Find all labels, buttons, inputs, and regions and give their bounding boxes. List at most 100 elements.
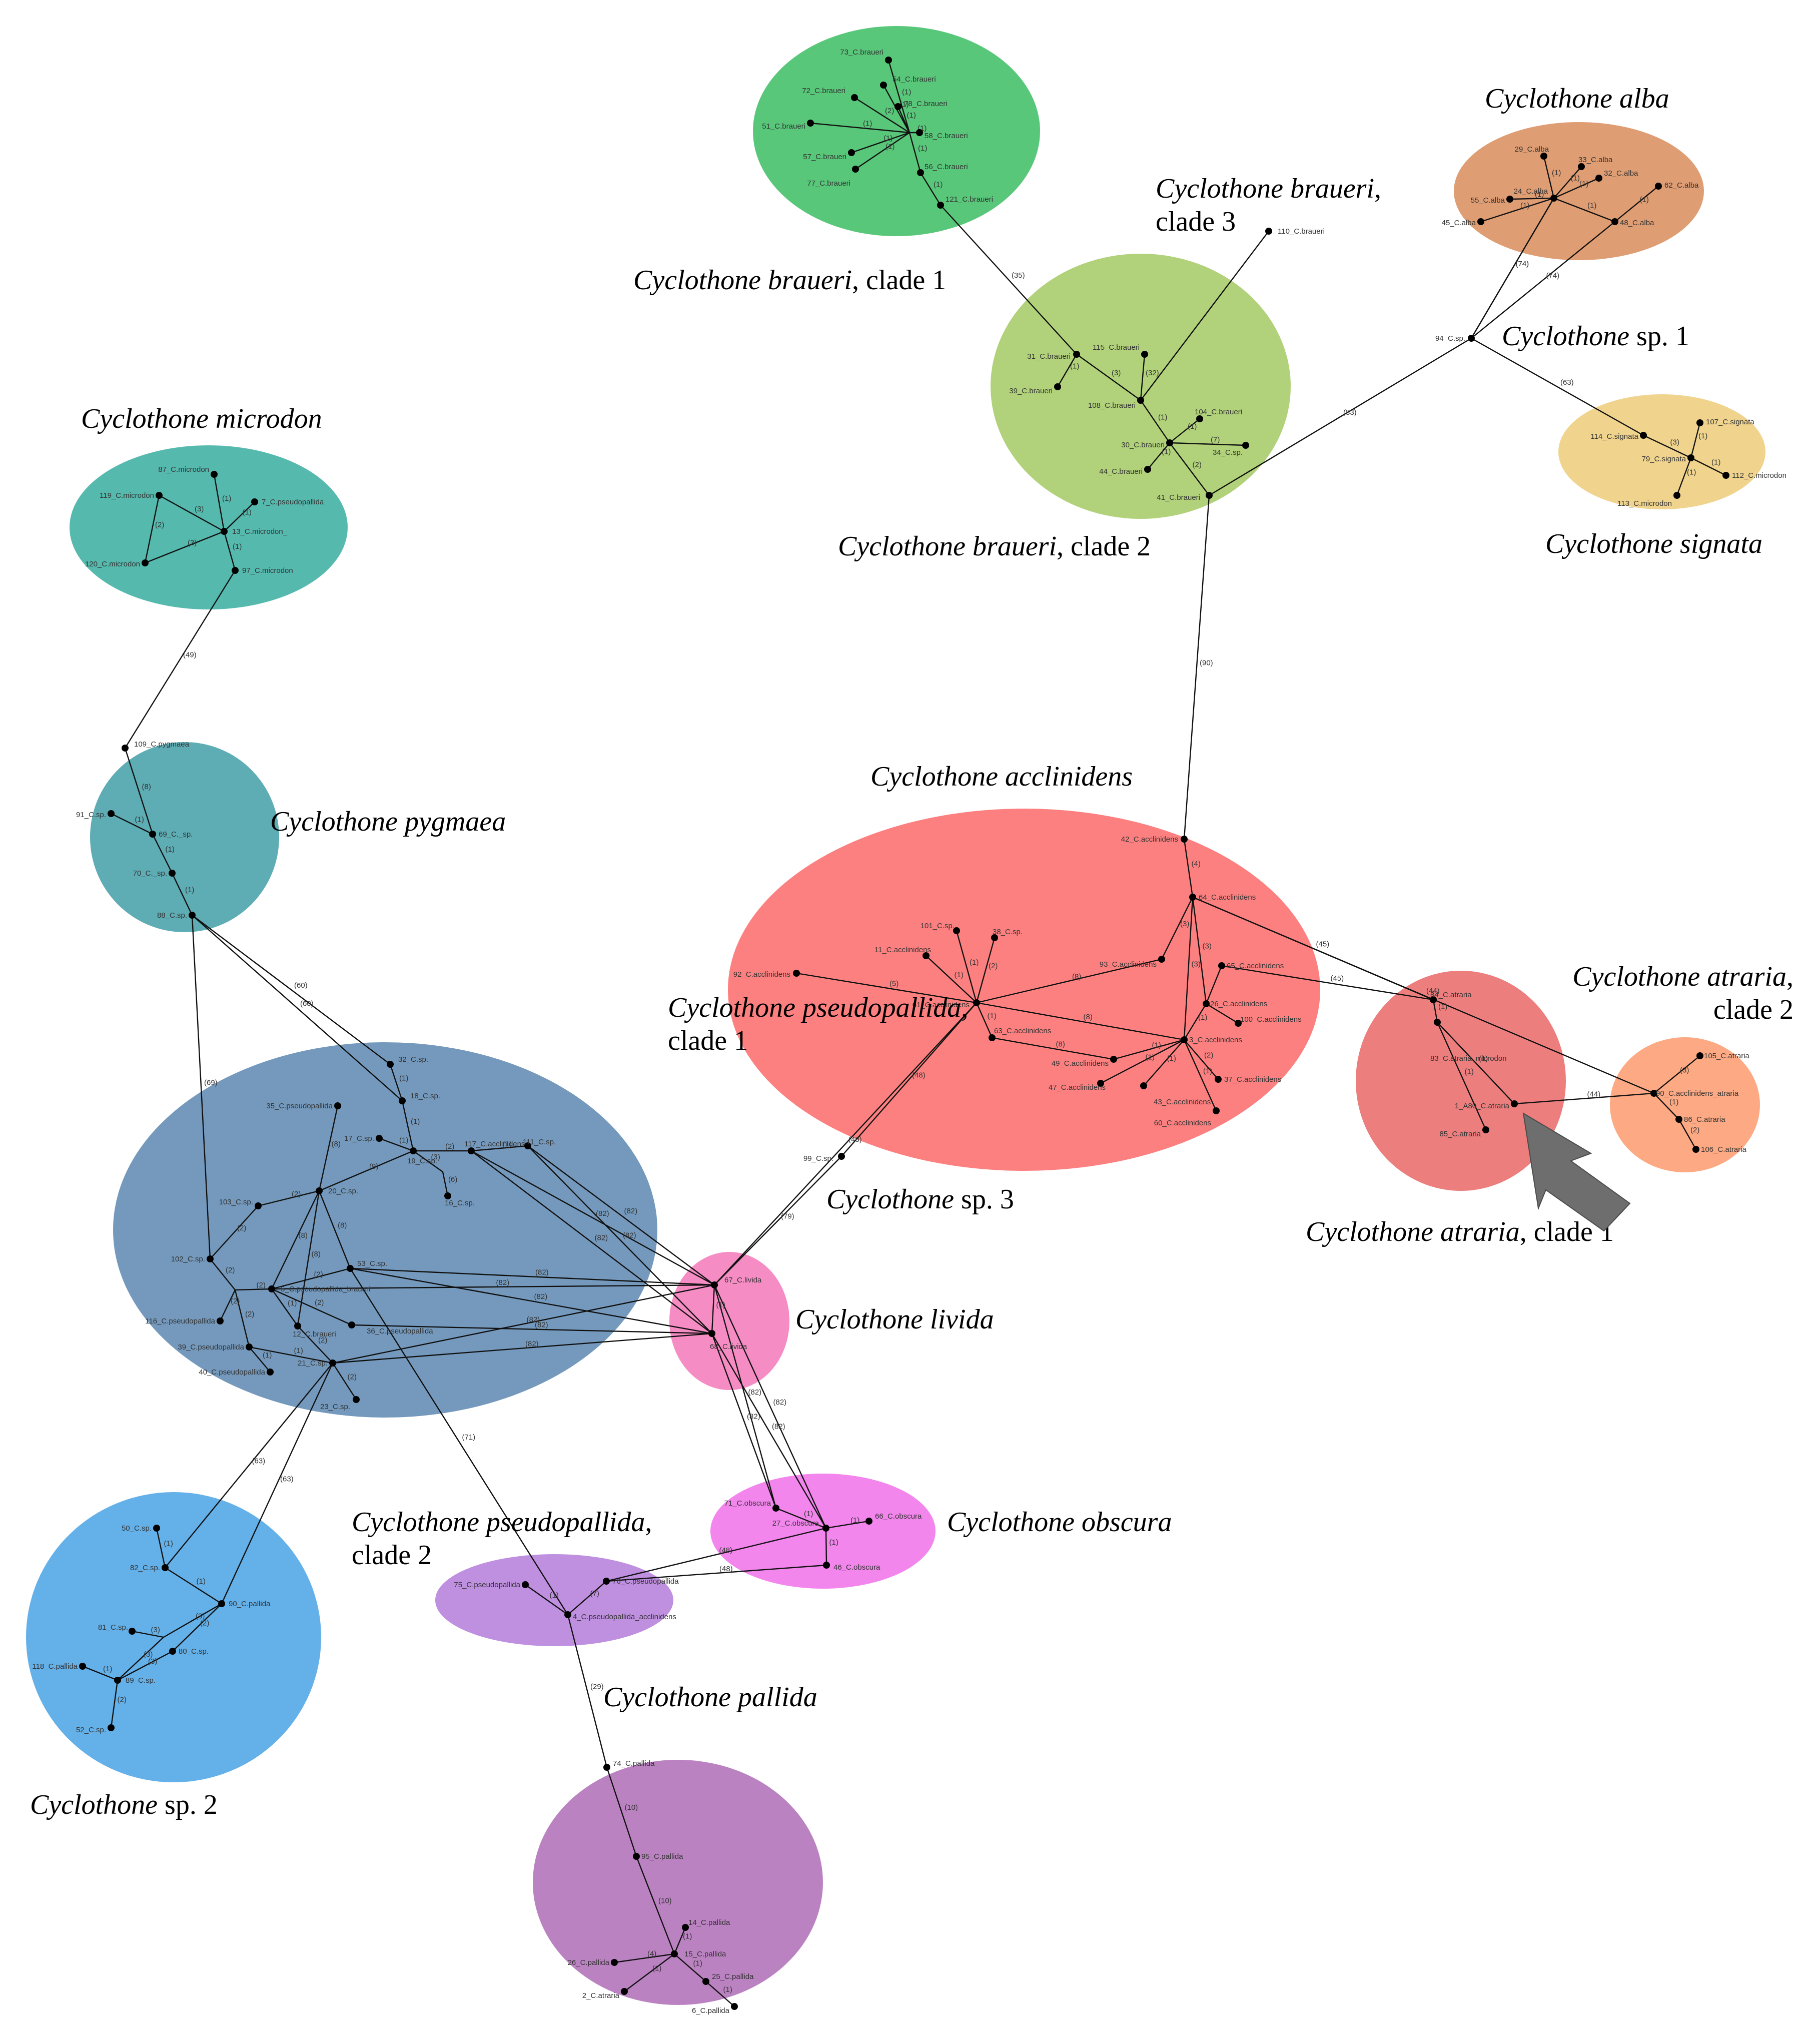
mutation-step-label: (1) (829, 1538, 838, 1547)
edge-65-26 (1205, 965, 1223, 1004)
edge-117-111 (471, 1145, 528, 1152)
edge-51-h1 (810, 122, 910, 134)
edge-39p-40 (249, 1346, 271, 1373)
node-114 (1640, 432, 1647, 439)
edge-42-64 (1183, 839, 1194, 898)
node-label-70: 70_C._sp. (133, 869, 167, 878)
node-36 (348, 1321, 355, 1328)
mutation-step-label: (60) (294, 981, 308, 990)
edge-81-h5 (132, 1630, 164, 1638)
node-label-34: 34_C.sp. (1213, 448, 1243, 457)
mutation-step-label: (3) (1203, 942, 1212, 951)
node-45 (1477, 218, 1484, 225)
mutation-step-label: (8) (338, 1221, 347, 1230)
mutation-step-label: (2) (315, 1298, 324, 1307)
mutation-step-label: (2) (292, 1190, 301, 1198)
edge-88-18 (192, 915, 403, 1101)
node-label-66: 66_C.obscura (875, 1512, 922, 1521)
mutation-step-label: (1) (233, 542, 242, 551)
species-label-signata: Cyclothone signata (1545, 528, 1762, 559)
node-label-15: 15_C.pallida (684, 1950, 726, 1958)
mutation-step-label: (82) (496, 1278, 510, 1287)
edge-82-90 (165, 1567, 222, 1605)
node-52 (108, 1724, 115, 1731)
edge-11-61 (926, 955, 977, 1003)
edge-64-93 (1161, 897, 1194, 960)
edge-90-h5 (163, 1603, 222, 1638)
node-label-109: 109_C.pygmaea (134, 740, 190, 749)
node-label-11: 11_C.acclinidens (874, 946, 931, 954)
node-label-57: 57_C.braueri (803, 153, 846, 161)
node-label-39: 39_C.braueri (1009, 387, 1053, 395)
node-41 (1206, 492, 1213, 499)
cluster-microdon (70, 445, 348, 609)
edge-4-74 (567, 1614, 608, 1768)
species-label-atrariac2: Cyclothone atraria,clade 2 (1572, 961, 1793, 1025)
edge-30-41 (1169, 442, 1210, 496)
cluster-pseudoc1 (113, 1042, 657, 1418)
edge-3-26 (1183, 1003, 1207, 1040)
mutation-step-label: (3) (148, 1657, 157, 1666)
mutation-step-label: (74) (1546, 272, 1560, 280)
node-label-7: 7_C.pseudopallida (262, 498, 324, 506)
edge-88-102 (191, 915, 211, 1259)
edge-weight-layer: (1)(1)(2)(1)(1)(1)(1)(1)(1)(1)(35)(1)(3)… (103, 88, 1720, 1994)
mutation-step-label: (1) (103, 1665, 112, 1673)
mutation-step-label: (3) (1192, 960, 1201, 969)
node-label-17: 17_C.sp. (344, 1134, 374, 1143)
node-label-5: 5_C.pseudopallida_braueri (281, 1285, 370, 1293)
edge-79-113 (1676, 457, 1692, 496)
edge-121-j1 (940, 205, 1077, 355)
mutation-step-label: (1) (683, 1932, 692, 1941)
node-label-40: 40_C.pseudopallida (199, 1368, 265, 1377)
node-label-85: 85_C.atraria (1439, 1130, 1481, 1138)
mutation-step-label: (82) (527, 1315, 540, 1324)
species-label-atrariac1: Cyclothone atraria, clade 1 (1306, 1216, 1614, 1247)
edge-21-68 (332, 1332, 712, 1364)
mutation-step-label: (2) (231, 1297, 240, 1305)
edge-21-82 (165, 1363, 333, 1568)
node-label-73: 73_C.braueri (840, 48, 883, 57)
node-72 (851, 94, 858, 101)
mutation-step-label: (1) (1162, 448, 1171, 456)
node-108 (1137, 397, 1144, 404)
mutation-step-label: (83) (1343, 408, 1357, 417)
mutation-step-label: (9) (369, 1162, 378, 1171)
node-label-92: 92_C.acclinidens (733, 970, 790, 979)
edge-84-83 (1432, 999, 1438, 1023)
edge-h2-48 (1553, 197, 1615, 223)
node-label-36: 36_C.pseudopallida (367, 1327, 433, 1335)
node-48 (1611, 218, 1618, 225)
node-label-54: 54_C.braueri (892, 75, 936, 84)
edge-95-15 (635, 1856, 675, 1954)
mutation-step-label: (48) (719, 1565, 733, 1573)
node-label-81: 81_C.sp. (98, 1623, 128, 1632)
node-71 (772, 1505, 779, 1512)
node-label-115: 115_C.braueri (1093, 343, 1140, 352)
edge-79-107 (1690, 422, 1701, 458)
node-label-55: 55_C.alba (1471, 196, 1505, 205)
mutation-step-label: (32) (1146, 369, 1159, 377)
node-4 (564, 1611, 571, 1618)
node-layer: 73_C.braueri54_C.braueri72_C.braueri78_C… (32, 48, 1786, 2015)
mutation-step-label: (8) (142, 783, 151, 791)
node-label-41: 41_C.braueri (1157, 493, 1200, 502)
mutation-step-label: (82) (772, 1423, 785, 1431)
mutation-step-label: (1) (1520, 202, 1529, 210)
edge-67-68 (711, 1284, 715, 1334)
edge-53-67 (350, 1267, 715, 1286)
species-name: Cyclothone pygmaea (270, 806, 506, 837)
node-label-1: 1_A80_C.atraria (1455, 1102, 1510, 1110)
edge-117-67 (471, 1150, 715, 1286)
mutation-step-label: (8) (299, 1231, 308, 1240)
edge-89-80 (117, 1650, 173, 1681)
edge-63-49 (992, 1037, 1114, 1060)
edge-87-13 (213, 474, 225, 532)
node-label-84: 84_C.atraria (1430, 991, 1472, 999)
mutation-step-label: (74) (1516, 260, 1529, 268)
node-label-90a: 90_C.acclinidens_atraria (1656, 1089, 1739, 1098)
mutation-step-label: (1) (1579, 180, 1588, 188)
cluster-atrariac1 (1356, 971, 1566, 1191)
mutation-step-label: (1) (955, 971, 964, 979)
edge-h4-5 (235, 1288, 272, 1291)
